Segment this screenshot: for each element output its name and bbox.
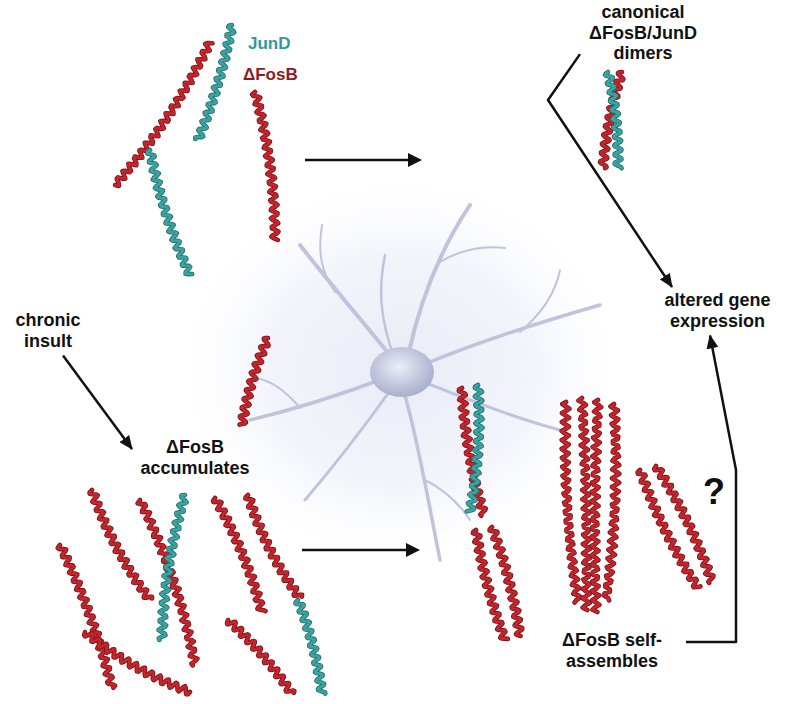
helix [240,338,269,425]
helix [467,385,483,511]
edge-label: ? [701,474,727,510]
helix [58,545,115,688]
node-text: chronic insult [8,310,88,351]
helix-outline [605,72,622,168]
helix [295,600,325,694]
arrow-line [305,159,410,162]
helix [562,402,581,603]
helix [605,72,622,168]
helix [159,495,187,640]
helix [115,43,213,186]
flow-arrow [548,54,672,287]
arrow-line [302,549,408,552]
arrow-head [406,543,420,557]
stage-label: ΔFosB self-assembles [542,630,682,671]
protein-label: JunD [248,34,291,54]
helix-outline [604,404,620,600]
helix-outline [245,495,302,597]
helix-outline [295,600,325,694]
stage-label: ΔFosB accumulates [135,437,255,478]
helix-outline [115,43,213,186]
protein-label: ΔFosB [243,65,298,85]
neuron-soma [370,347,434,397]
neuron-dendrites [250,205,600,560]
helix-outline [252,92,278,240]
helix-outline [195,25,234,139]
helix-outline [84,632,190,694]
helix [147,150,192,274]
arrow-head [408,153,422,167]
node-text: ΔFosB self-assembles [542,630,682,671]
helix-group [58,25,714,694]
stage-label: chronic insult [8,310,88,351]
flow-arrow [686,335,736,642]
helix-outline [227,620,294,693]
helix-outline [591,400,601,612]
helix-outline [467,385,483,511]
helix-outline [58,545,115,688]
helix [195,25,234,139]
helix [490,527,523,636]
stage-label: altered gene expression [660,290,775,331]
helix-outline [579,398,591,610]
helix-outline [490,527,523,636]
node-text: altered gene expression [660,290,775,331]
flow-arrow [63,355,132,449]
helix [227,620,294,693]
helix-outline [147,150,192,274]
neuron-glow [170,170,630,570]
node-text: ΔFosB accumulates [135,437,255,478]
helix [245,495,302,597]
helix [591,400,601,612]
process-arrows [302,153,422,557]
helix [579,398,591,610]
helix-outline [562,402,581,603]
node-text: canonical ΔFosB/JunD dimers [583,2,703,64]
helix-outline [240,338,269,425]
helix [604,404,620,600]
helix [600,72,623,168]
stage-label: canonical ΔFosB/JunD dimers [583,2,703,64]
helix [252,92,278,240]
helix-outline [600,72,623,168]
helix [84,632,190,694]
helix-outline [159,495,187,640]
